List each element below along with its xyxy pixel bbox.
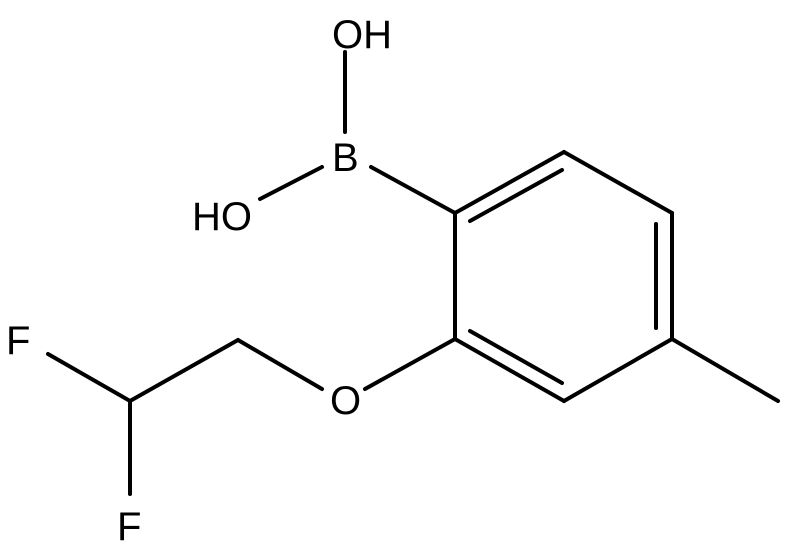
bond-boron-oh-left (258, 165, 324, 201)
fluorine-bottom-label: F (117, 505, 141, 549)
bond-ring-oxygen (363, 337, 457, 391)
oxygen-label: O (330, 379, 361, 423)
ring-bond-c5-c6-inner (468, 329, 564, 385)
bond-oxygen-ch2 (236, 338, 324, 391)
methyl-bond (670, 337, 780, 403)
fluorine-top-label: F (6, 319, 30, 363)
ring-bond-c1-c2-inner (468, 168, 564, 223)
oh-left-label: HO (192, 195, 252, 239)
bond-ch2-chf2 (128, 338, 240, 403)
oh-top-label: OH (332, 13, 392, 57)
bond-ring-boron (369, 165, 457, 215)
ring-bond-c1-c2 (453, 150, 566, 215)
bond-chf2-f-top (46, 352, 132, 403)
ring-bond-c2-c3 (562, 150, 674, 215)
boron-label: B (332, 136, 359, 180)
benzene-ring (453, 150, 674, 403)
ring-bond-c4-c5 (562, 337, 674, 403)
ring-bond-c5-c6 (453, 337, 566, 403)
